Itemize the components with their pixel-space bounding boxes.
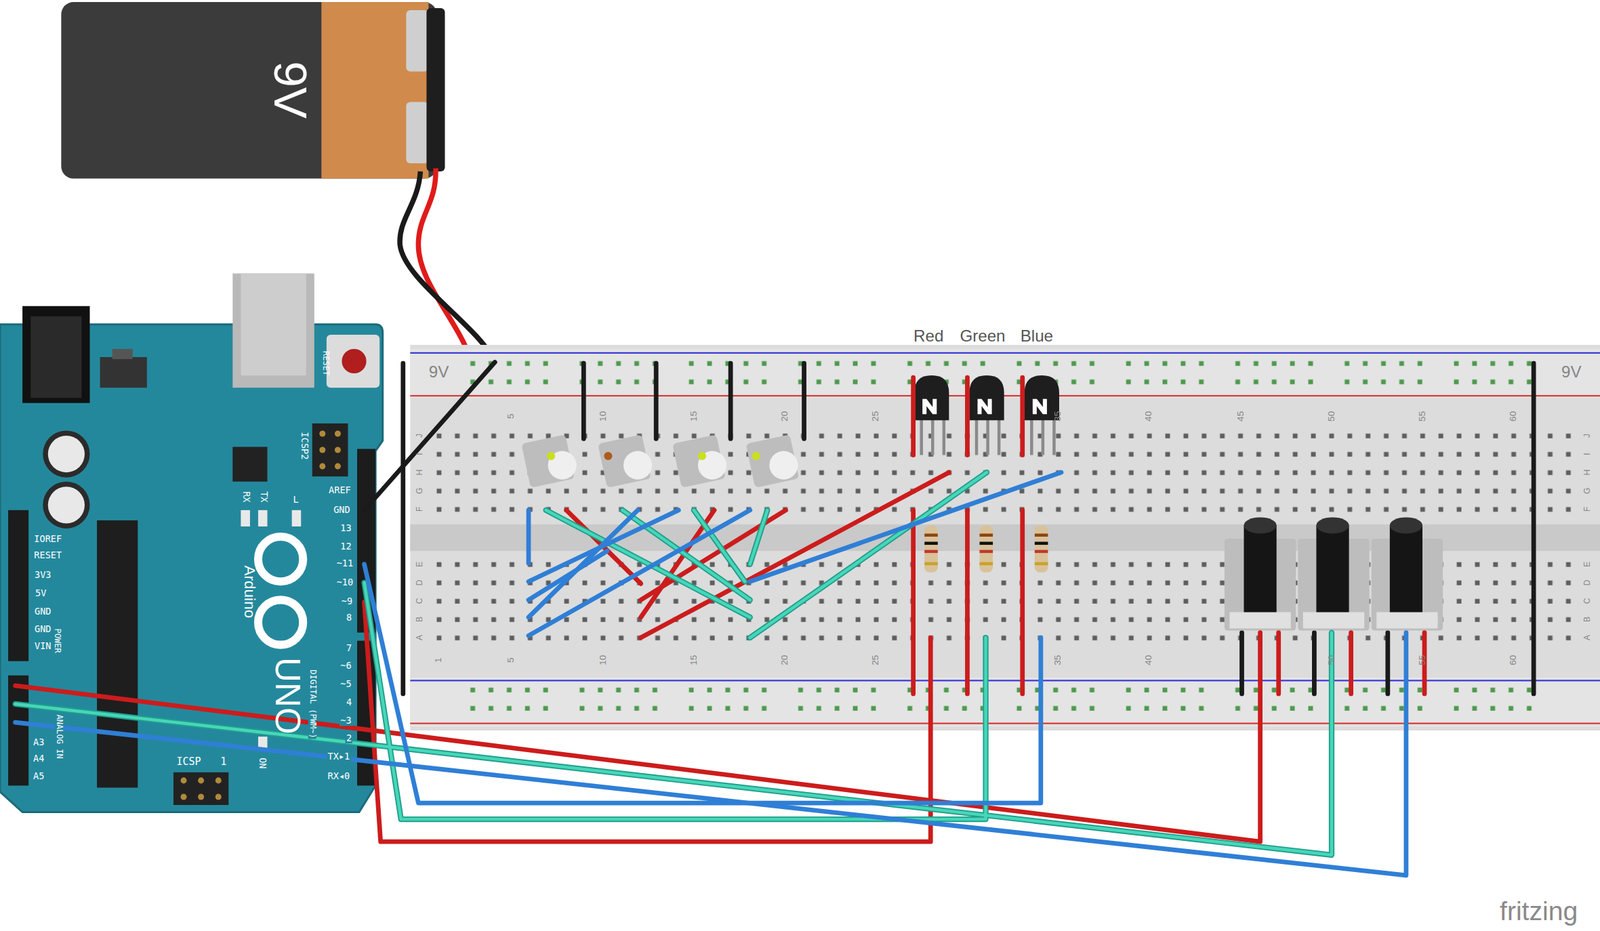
button-label: RESET xyxy=(321,351,330,376)
column-number: 55 xyxy=(1417,655,1428,666)
pin-label: IOREF xyxy=(33,535,64,545)
column-number: 5 xyxy=(506,657,517,663)
column-number: 10 xyxy=(598,655,608,666)
column-number: 50 xyxy=(1326,411,1337,422)
pin-label: A4 xyxy=(32,754,46,764)
pin-label: 2 xyxy=(344,733,353,744)
pin-label: RX◂0 xyxy=(326,771,352,782)
channel-label: Red xyxy=(913,328,944,345)
pin-label: GND xyxy=(332,505,352,516)
row-letter: H xyxy=(1583,469,1592,476)
battery-voltage: 9V xyxy=(267,60,314,119)
header-label: POWER xyxy=(52,627,61,654)
pin-label: ~6 xyxy=(339,661,353,671)
rail-label: 9V xyxy=(1561,364,1582,381)
pin-label: GND xyxy=(33,607,53,618)
row-letter: E xyxy=(1583,561,1592,568)
pin-label: ~5 xyxy=(339,680,353,690)
row-letter: H xyxy=(416,469,425,476)
column-number: 60 xyxy=(1508,411,1519,422)
led-label: ON xyxy=(257,757,268,769)
pin-label: ~3 xyxy=(339,716,353,727)
board-name: Arduino xyxy=(242,565,259,619)
column-number: 15 xyxy=(689,411,699,422)
row-letter: C xyxy=(416,598,425,605)
pin-label: VIN xyxy=(33,642,53,652)
row-letter: D xyxy=(1583,579,1592,586)
battery-body: 9V xyxy=(203,2,337,178)
column-number: 1 xyxy=(434,657,444,663)
row-letter: B xyxy=(416,616,425,623)
column-number: 20 xyxy=(780,655,790,666)
pin-label: RESET xyxy=(33,551,64,562)
pin-label: 4 xyxy=(344,698,353,709)
rail-label: 9V xyxy=(428,364,449,381)
header-label: 1 xyxy=(220,756,227,768)
pin-label: AREF xyxy=(327,485,353,496)
column-number: 20 xyxy=(780,411,790,422)
board-model: UNO xyxy=(270,657,305,735)
row-letter: G xyxy=(416,487,425,495)
column-number: 10 xyxy=(598,411,608,422)
channel-label: Blue xyxy=(1020,328,1054,345)
channel-label: Green xyxy=(960,328,1006,345)
row-letter: I xyxy=(416,452,425,455)
pin-label: 12 xyxy=(339,542,353,552)
pin-label: ~10 xyxy=(335,578,355,588)
row-letter: A xyxy=(1583,634,1592,641)
column-number: 60 xyxy=(1508,655,1519,666)
header-label: DIGITAL (PWM~) xyxy=(308,668,317,741)
column-number: 35 xyxy=(1053,411,1064,422)
row-letter: J xyxy=(1583,433,1592,438)
column-number: 55 xyxy=(1417,411,1428,422)
row-letter: B xyxy=(1583,616,1592,623)
column-number: 25 xyxy=(870,655,881,666)
pin-label: ~11 xyxy=(335,559,355,570)
row-letter: A xyxy=(416,634,425,641)
header-label: ICSP2 xyxy=(299,432,310,461)
row-letter: G xyxy=(1583,487,1592,495)
column-number: 25 xyxy=(870,411,881,422)
row-letter: D xyxy=(416,579,425,586)
column-number: 40 xyxy=(1144,655,1155,666)
pin-label: 7 xyxy=(344,644,353,654)
header-label: ICSP xyxy=(176,756,201,768)
row-letter: E xyxy=(416,561,425,568)
pin-label: ~9 xyxy=(340,597,354,608)
row-letter: C xyxy=(1583,598,1592,605)
column-number: 35 xyxy=(1053,655,1064,666)
column-number: 5 xyxy=(506,414,517,420)
pin-label: 5V xyxy=(34,589,48,600)
pin-label: GND xyxy=(33,624,53,635)
column-number: 15 xyxy=(689,655,699,666)
led-label: L xyxy=(293,495,299,505)
pin-label: 3V3 xyxy=(33,570,53,581)
watermark: fritzing xyxy=(1499,897,1578,925)
row-letter: F xyxy=(1583,506,1592,512)
pin-label: A3 xyxy=(32,737,46,748)
column-number: 40 xyxy=(1144,411,1155,422)
led-label: RX xyxy=(241,491,251,503)
pin-label: 8 xyxy=(344,613,353,624)
column-number: 45 xyxy=(1236,411,1246,422)
row-letter: J xyxy=(416,433,425,438)
header-label: ANALOG IN xyxy=(54,713,64,760)
row-letter: F xyxy=(416,506,425,512)
pin-label: TX▸1 xyxy=(326,752,352,762)
pin-label: A5 xyxy=(32,771,46,782)
led-label: TX xyxy=(258,491,269,503)
pin-label: 13 xyxy=(339,523,353,534)
row-letter: I xyxy=(1583,452,1592,455)
column-number: 50 xyxy=(1326,655,1337,666)
